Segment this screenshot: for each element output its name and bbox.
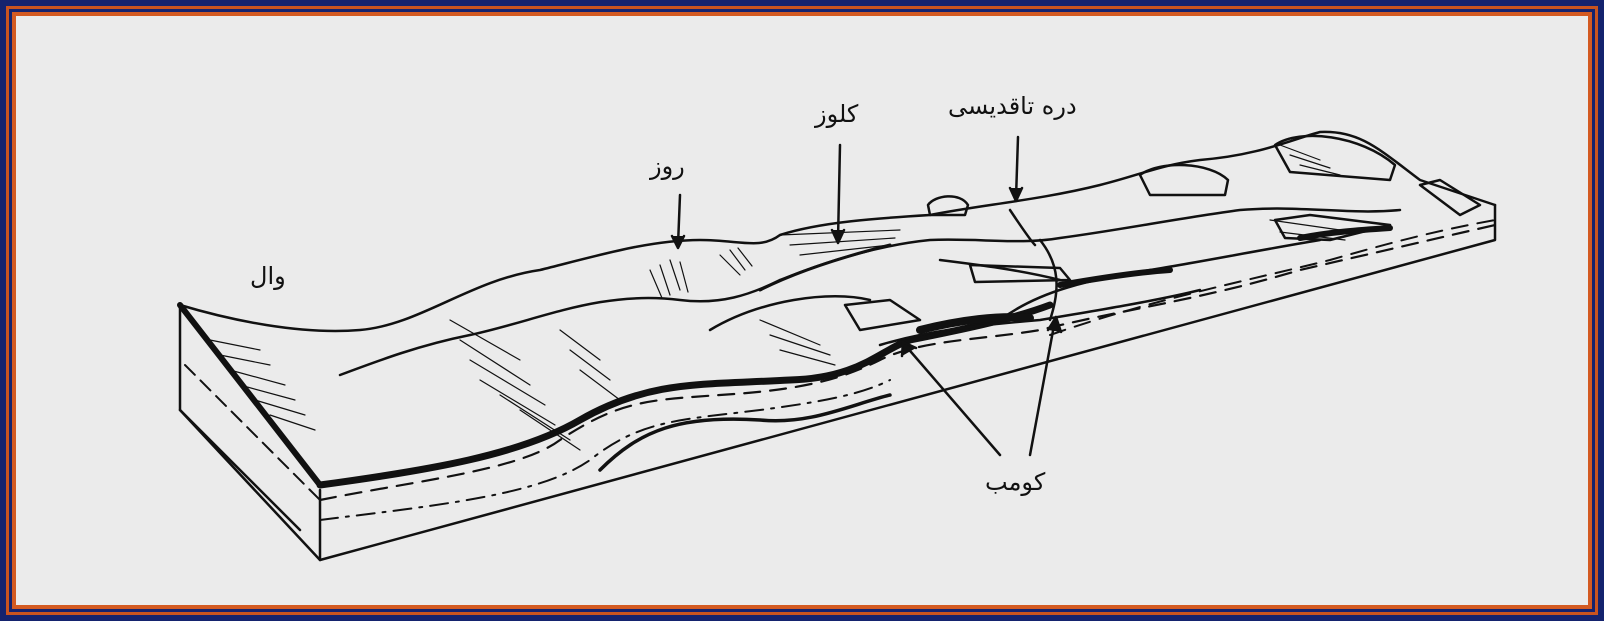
strata-lines [185,220,1495,520]
label-kluz: کلوز [815,100,858,128]
label-wall: وال [250,262,286,290]
label-komb: کومب [985,468,1045,496]
landscape-surface [180,132,1495,375]
label-anticline-valley: دره تاقدیسی [948,92,1077,120]
label-arrows [672,137,1061,455]
label-ruz: روز [650,152,685,180]
